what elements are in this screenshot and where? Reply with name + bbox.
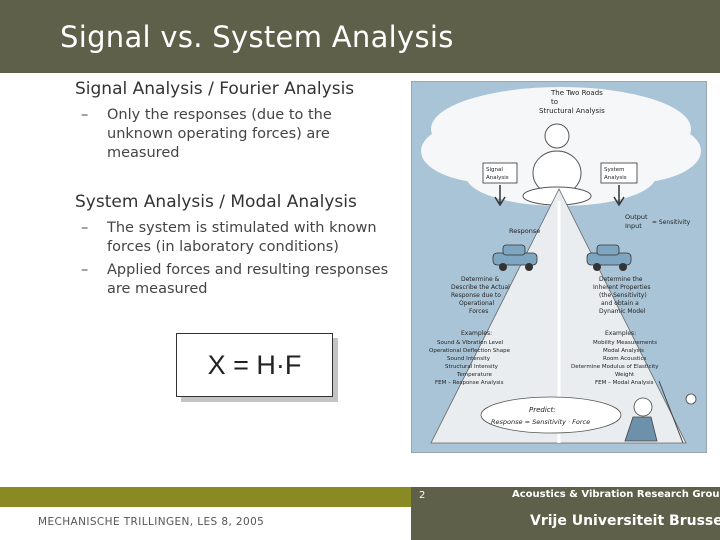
cloud-title-line1: The Two Roads <box>550 89 603 97</box>
car-left <box>492 244 538 271</box>
output-label: Output <box>625 213 648 221</box>
right-examples-list: Mobility Measurements Modal Analysis Roo… <box>571 340 659 386</box>
bullet-text: Only the responses (due to the unknown o… <box>107 107 332 161</box>
right-example-item: Determine Modulus of Elasticity <box>571 364 659 370</box>
slide-number: 2 <box>419 490 426 501</box>
predict-title: Predict: <box>529 406 556 414</box>
bullet-marker: – <box>81 220 89 236</box>
left-example-item: Sound Intensity <box>447 356 491 362</box>
arrow-down-left <box>494 185 506 207</box>
right-example-item: Room Acoustics <box>603 356 647 362</box>
formula: X = H·F <box>207 350 302 380</box>
system-analysis-bullet-1: – The system is stimulated with known fo… <box>81 219 407 257</box>
left-example-item: Temperature <box>456 372 492 378</box>
right-desc-1: Determine the <box>599 276 643 283</box>
system-analysis-heading: System Analysis / Modal Analysis <box>75 192 357 212</box>
footer-panel <box>411 487 720 540</box>
left-example-item: Sound & Vibration Level <box>437 340 504 346</box>
left-desc-1: Determine & <box>461 276 500 283</box>
left-example-item: Operational Deflection Shape <box>429 348 511 354</box>
signal-sign <box>482 162 518 184</box>
cloud-title-line2: to <box>551 98 558 106</box>
left-desc-3: Response due to <box>451 292 501 299</box>
right-desc-5: Dynamic Model <box>599 308 646 315</box>
right-desc-2: Inherent Properties <box>593 284 650 291</box>
signal-sign-label-1: Signal <box>486 167 503 173</box>
right-examples-title: Examples: <box>605 330 636 337</box>
right-example-item: Mobility Measurements <box>593 340 657 346</box>
signal-sign-label-2: Analysis <box>486 175 509 181</box>
left-desc-5: Forces <box>469 308 488 315</box>
left-examples-title: Examples: <box>461 330 492 337</box>
bullet-marker: – <box>81 107 89 123</box>
university-label: Vrije Universiteit Brussel <box>530 513 720 529</box>
person-figure <box>624 380 697 444</box>
thinker-figure <box>522 123 592 206</box>
arrow-down-right <box>613 185 625 207</box>
right-example-item: FEM – Modal Analysis <box>595 380 654 386</box>
cloud-title-line3: Structural Analysis <box>539 107 605 115</box>
bullet-marker: – <box>81 262 89 278</box>
research-group-label: Acoustics & Vibration Research Group <box>512 489 720 500</box>
course-label: MECHANISCHE TRILLINGEN, LES 8, 2005 <box>38 516 265 528</box>
system-analysis-bullet-2: – Applied forces and resulting responses… <box>81 261 412 299</box>
bullet-text: The system is stimulated with known forc… <box>107 220 377 255</box>
left-example-item: Structural Intensity <box>445 364 499 370</box>
right-desc-4: and obtain a <box>601 300 639 307</box>
sensitivity-label: = Sensitivity <box>652 219 691 226</box>
left-example-item: FEM – Response Analysis <box>435 380 504 386</box>
left-desc-2: Describe the Actual <box>451 284 510 291</box>
response-label: Response <box>509 227 540 235</box>
predict-formula: Response = Sensitivity · Force <box>491 418 590 426</box>
left-examples-list: Sound & Vibration Level Operational Defl… <box>429 340 511 386</box>
system-sign-label-2: Analysis <box>604 175 627 181</box>
predict-bubble <box>480 396 622 434</box>
input-label: Input <box>625 222 642 230</box>
title-bar: Signal vs. System Analysis <box>0 0 720 73</box>
right-example-item: Modal Analysis <box>603 348 644 354</box>
signal-analysis-bullet: – Only the responses (due to the unknown… <box>81 106 377 163</box>
signal-analysis-heading: Signal Analysis / Fourier Analysis <box>75 79 355 99</box>
bullet-text: Applied forces and resulting responses a… <box>107 262 389 297</box>
slide-title: Signal vs. System Analysis <box>60 20 454 54</box>
system-sign <box>600 162 638 184</box>
car-right <box>586 244 632 271</box>
right-desc-3: (the Sensitivity) <box>599 292 647 299</box>
two-roads-figure: The Two Roads to Structural Analysis Sig… <box>411 81 707 453</box>
left-desc-4: Operational <box>459 300 495 307</box>
system-sign-label-1: System <box>604 167 625 173</box>
formula-box: X = H·F <box>176 333 333 397</box>
right-example-item: Weight <box>615 372 635 378</box>
